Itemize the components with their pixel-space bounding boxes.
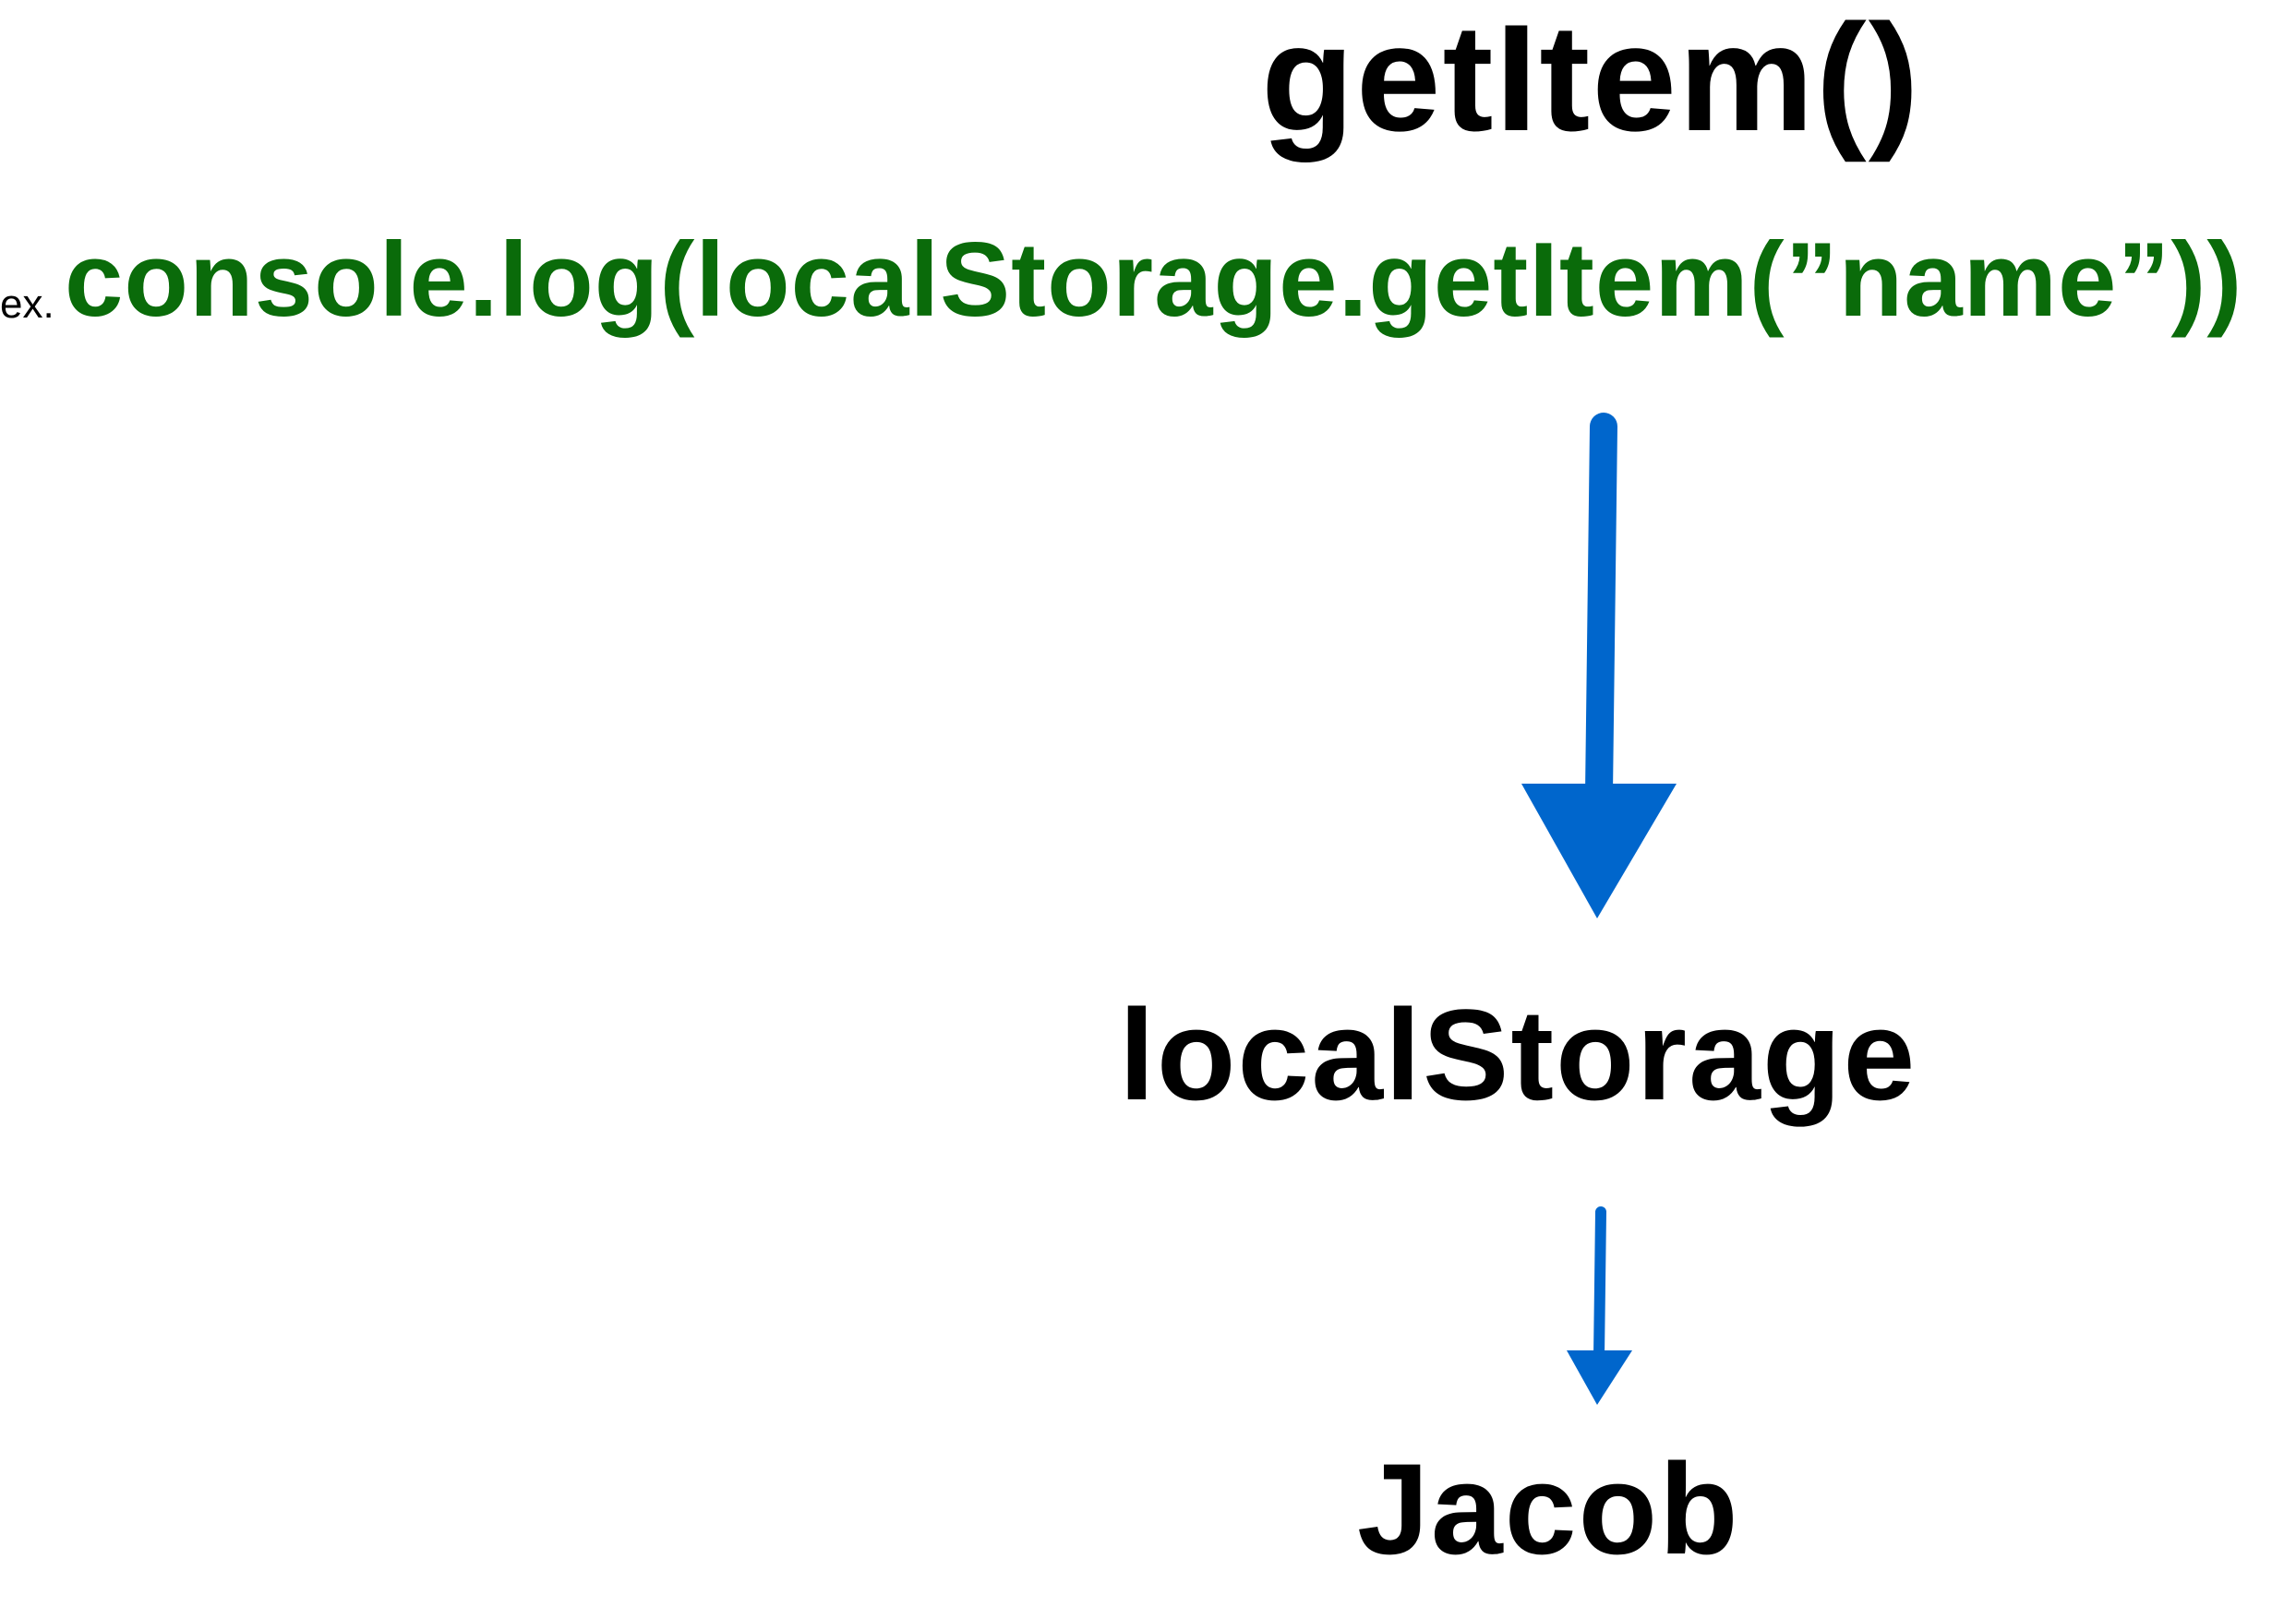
diagram-title: getItem() bbox=[1261, 0, 1921, 162]
localstorage-label: localStorage bbox=[1119, 982, 1917, 1127]
arrow-to-value bbox=[1567, 1206, 1632, 1405]
result-value-label: Jacob bbox=[1357, 1436, 1740, 1581]
example-prefix: ex. bbox=[0, 282, 54, 327]
arrow-to-localstorage bbox=[1521, 413, 1677, 918]
example-code: console.log(localStorage.getItem(”name”)… bbox=[65, 222, 2243, 339]
